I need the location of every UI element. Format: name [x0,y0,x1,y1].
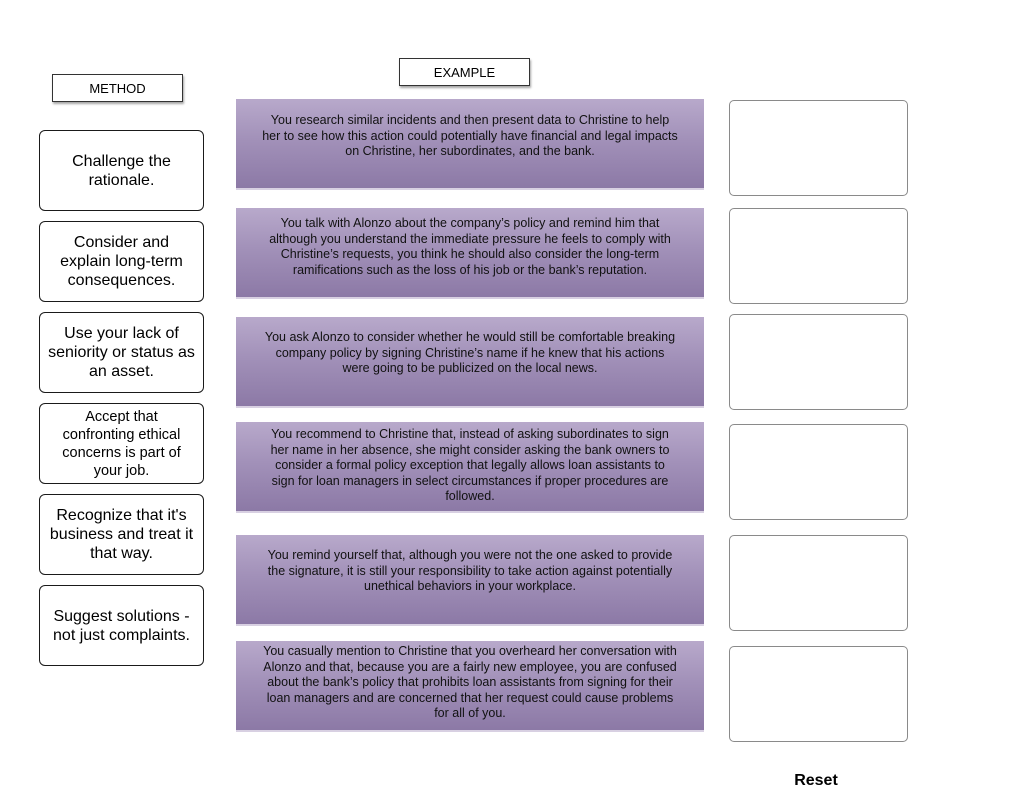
method-card-label: Accept that confronting ethical concerns… [62,408,181,479]
method-card-label: Suggest solutions - not just complaints. [53,607,190,644]
example-card-casually-mention: You casually mention to Christine that y… [236,641,704,732]
drop-zone-5[interactable] [729,535,908,631]
example-card-talk-with-alonzo: You talk with Alonzo about the company’s… [236,208,704,299]
drop-zone-1[interactable] [729,100,908,196]
example-card-text: You casually mention to Christine that y… [263,644,677,720]
example-header-label: EXAMPLE [433,64,496,80]
method-card-lack-of-seniority[interactable]: Use your lack of seniority or status as … [39,312,204,393]
example-card-publicized-news: You ask Alonzo to consider whether he wo… [236,317,704,408]
method-header-label: METHOD [89,80,146,96]
example-column-header: EXAMPLE [399,58,530,86]
method-card-challenge-rationale[interactable]: Challenge the rationale. [39,130,204,211]
method-card-long-term-consequences[interactable]: Consider and explain long-term consequen… [39,221,204,302]
example-card-text: You talk with Alonzo about the company’s… [269,216,671,277]
example-card-policy-exception: You recommend to Christine that, instead… [236,422,704,513]
method-card-suggest-solutions[interactable]: Suggest solutions - not just complaints. [39,585,204,666]
example-card-research-incidents: You research similar incidents and then … [236,99,704,190]
method-card-label: Recognize that it's business and treat i… [49,507,194,562]
method-card-label: Use your lack of seniority or status as … [48,325,195,380]
method-card-accept-confronting[interactable]: Accept that confronting ethical concerns… [39,403,204,484]
example-card-remind-yourself: You remind yourself that, although you w… [236,535,704,626]
method-card-label: Consider and explain long-term consequen… [60,234,183,289]
example-card-text: You recommend to Christine that, instead… [270,427,670,503]
drop-zone-6[interactable] [729,646,908,742]
example-card-text: You ask Alonzo to consider whether he wo… [264,330,676,375]
method-card-recognize-business[interactable]: Recognize that it's business and treat i… [39,494,204,575]
example-card-text: You research similar incidents and then … [262,113,678,158]
example-card-text: You remind yourself that, although you w… [267,548,673,593]
drop-zone-4[interactable] [729,424,908,520]
drop-zone-3[interactable] [729,314,908,410]
reset-button[interactable]: Reset [794,772,838,789]
method-column-header: METHOD [52,74,183,102]
method-card-label: Challenge the rationale. [72,152,171,189]
drop-zone-2[interactable] [729,208,908,304]
